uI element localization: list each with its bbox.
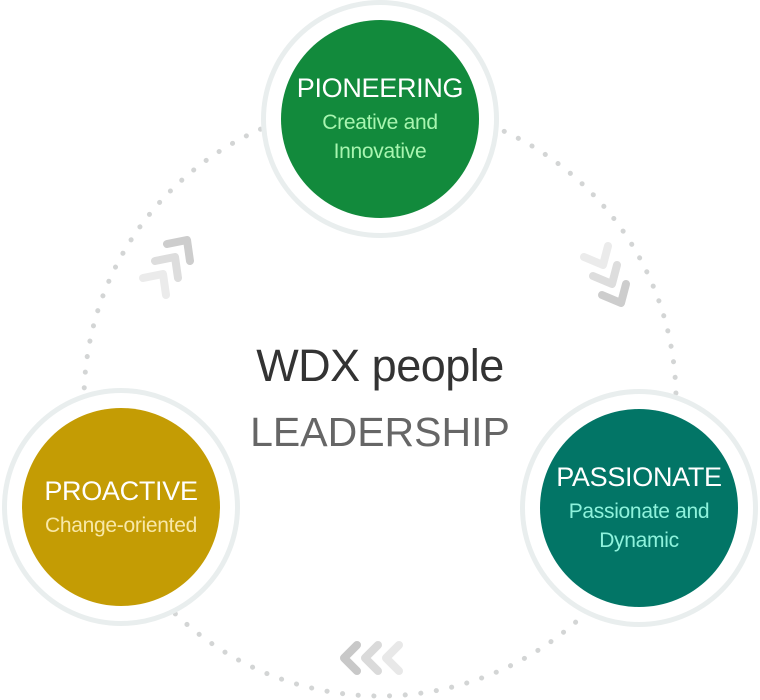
center-title: WDX people	[256, 340, 504, 391]
passionate-subtitle-line: Dynamic	[599, 529, 679, 552]
node-passionate: PASSIONATE Passionate and Dynamic	[520, 389, 758, 627]
node-pioneering: PIONEERING Creative and Innovative	[261, 0, 499, 238]
pioneering-disc: PIONEERING Creative and Innovative	[281, 20, 479, 218]
node-proactive: PROACTIVE Change-oriented	[2, 388, 240, 626]
proactive-subtitle: Change-oriented	[45, 511, 197, 540]
pioneering-subtitle-line: Creative and	[322, 111, 438, 134]
passionate-disc: PASSIONATE Passionate and Dynamic	[540, 409, 738, 607]
proactive-disc: PROACTIVE Change-oriented	[22, 408, 220, 606]
proactive-subtitle-line: Change-oriented	[45, 513, 197, 537]
pioneering-subtitle: Creative and Innovative	[322, 108, 438, 166]
proactive-title: PROACTIVE	[44, 475, 198, 506]
chevron-left-icon	[340, 641, 403, 675]
pioneering-title: PIONEERING	[296, 73, 464, 103]
pioneering-subtitle-line: Innovative	[333, 140, 427, 163]
center-label: WDX people LEADERSHIP	[230, 338, 530, 460]
passionate-subtitle-line: Passionate and	[568, 500, 710, 523]
passionate-subtitle: Passionate and Dynamic	[569, 497, 710, 555]
passionate-title: PASSIONATE	[556, 462, 722, 492]
chevron-up-right-icon	[139, 236, 194, 299]
chevron-down-right-icon	[580, 242, 630, 307]
center-subtitle: LEADERSHIP	[250, 409, 510, 455]
